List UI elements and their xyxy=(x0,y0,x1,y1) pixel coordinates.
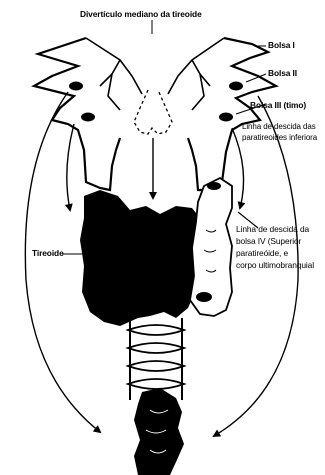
label-pouch-3: Bolsa III (timo) xyxy=(250,100,306,111)
thyroid-gland xyxy=(80,190,200,326)
label-thyroid: Tireoide xyxy=(32,248,64,259)
label-inferior-parathyroid-descent-2: paratireoides inferiora xyxy=(242,132,317,143)
label-pouch-iv-descent-1: Linha de descida da xyxy=(236,224,309,235)
label-pouch-1: Bolsa I xyxy=(268,40,295,51)
thymus xyxy=(134,388,184,475)
left-inner-descent-arrow xyxy=(67,124,74,210)
pouch-2-gland-left xyxy=(69,82,83,91)
label-median-diverticulum: Divertículo mediano da tireoide xyxy=(80,9,202,20)
thyroid-diverticulum xyxy=(134,90,172,134)
label-pouch-iv-descent-2: bolsa IV (Superior xyxy=(236,236,301,247)
trachea xyxy=(128,318,184,400)
label-inferior-parathyroid-descent-1: Linha de descida das xyxy=(242,121,316,132)
pouch-3-gland-left xyxy=(81,113,95,122)
pharynx-right-outline xyxy=(188,38,276,190)
label-pouch-iv-descent-4: corpo ultimobranquial xyxy=(236,260,314,271)
label-pouch-iv-descent-3: paratireóide, e xyxy=(236,248,288,259)
pharynx-roof xyxy=(86,38,224,110)
pouch-2-gland-right xyxy=(229,82,243,91)
pharynx-left-outline xyxy=(34,38,120,190)
pouch-3-gland-right xyxy=(219,113,233,122)
label-pouch-2: Bolsa II xyxy=(268,68,297,79)
inferior-parathyroid-gland xyxy=(196,292,212,302)
superior-parathyroid-gland xyxy=(207,182,221,190)
